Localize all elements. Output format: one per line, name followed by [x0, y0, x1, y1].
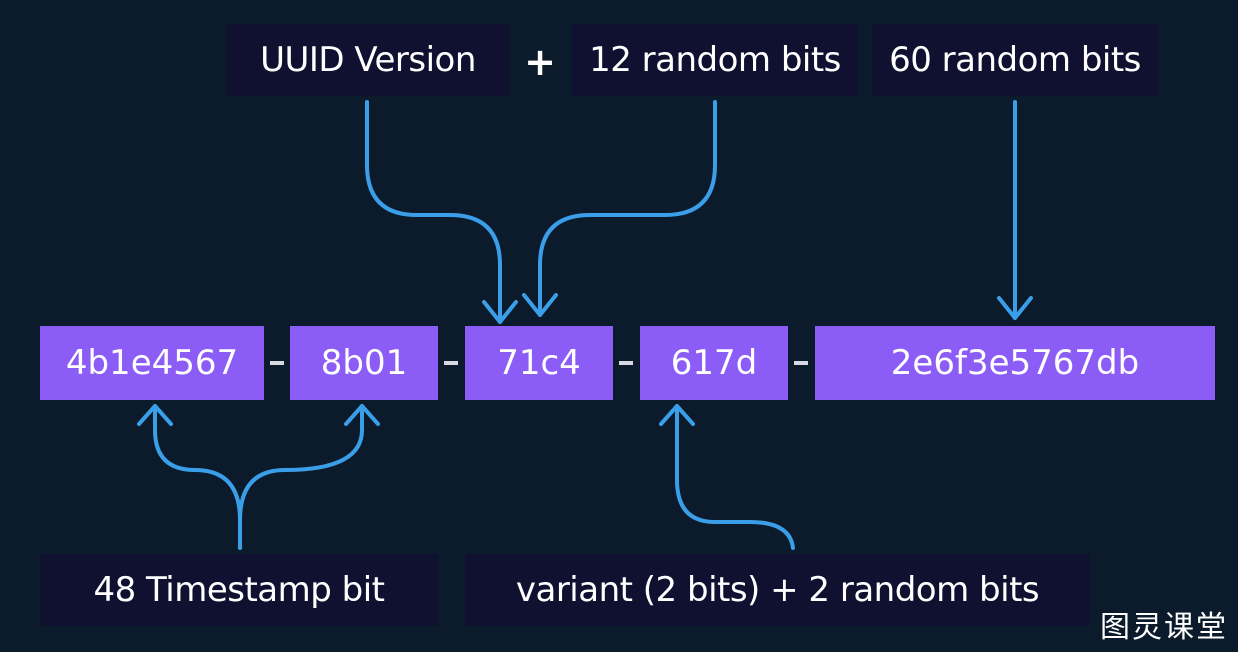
arrow-timestamp-to-seg1	[153, 404, 242, 550]
uuid-version-label: UUID Version	[226, 24, 510, 96]
random-60-bits-label: 60 random bits	[872, 24, 1158, 96]
arrow-variant-to-seg4	[675, 404, 795, 550]
separator-dash	[619, 361, 633, 365]
arrowhead-seg1	[137, 404, 173, 426]
variant-bits-label: variant (2 bits) + 2 random bits	[465, 554, 1090, 626]
separator-dash	[794, 361, 808, 365]
segment-2: 8b01	[290, 326, 438, 400]
segment-4: 617d	[640, 326, 788, 400]
random-12-bits-label: 12 random bits	[572, 24, 858, 96]
segment-5: 2e6f3e5767db	[815, 326, 1215, 400]
arrowhead-random60	[997, 296, 1033, 320]
segment-3: 71c4	[465, 326, 613, 400]
plus-sign: +	[524, 40, 556, 84]
arrow-timestamp-to-seg2	[238, 404, 364, 522]
arrowhead-seg4	[659, 404, 695, 426]
timestamp-bits-label: 48 Timestamp bit	[40, 554, 438, 626]
separator-dash	[270, 361, 284, 365]
watermark: 图灵课堂	[1100, 610, 1228, 645]
arrow-version-to-seg3	[365, 100, 502, 324]
arrowhead-random12	[522, 293, 558, 317]
segment-1: 4b1e4567	[40, 326, 264, 400]
arrow-random12-to-seg3	[538, 100, 717, 317]
separator-dash	[444, 361, 458, 365]
arrowhead-seg2	[344, 404, 380, 426]
arrowhead-version	[482, 300, 518, 324]
